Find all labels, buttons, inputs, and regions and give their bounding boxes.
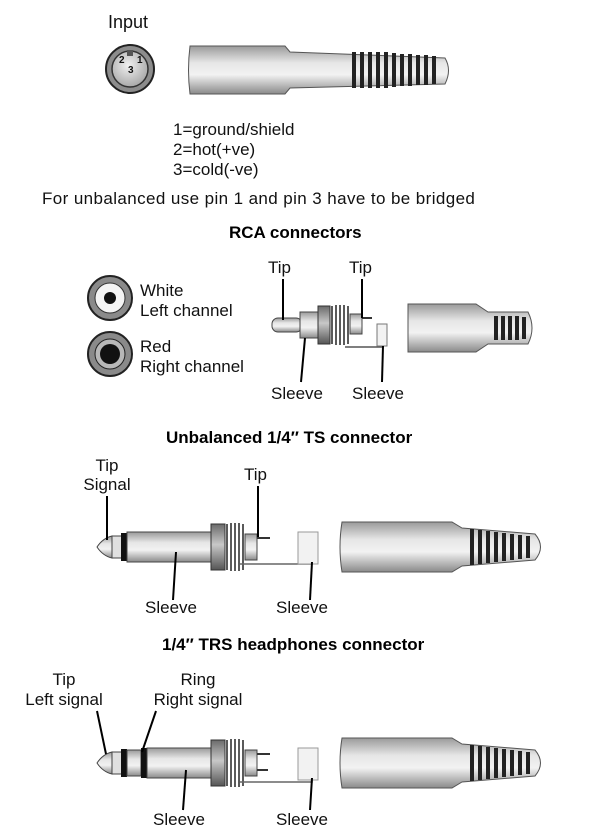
rca-tip-label-a: Tip	[268, 258, 291, 277]
rca-sleeve-label-b: Sleeve	[352, 384, 404, 403]
rca-sleeve-label-a: Sleeve	[271, 384, 323, 403]
trs-plug-insert	[96, 739, 319, 787]
trs-plug-body	[339, 737, 541, 789]
trs-heading: 1/4″ TRS headphones connector	[162, 635, 425, 654]
rca-red-channel: Right channel	[140, 357, 244, 376]
trs-leader-lines	[96, 710, 313, 811]
trs-left-signal-label: Left signal	[25, 690, 103, 709]
pin-legend-2: 2=hot(+ve)	[173, 140, 256, 159]
rca-heading: RCA connectors	[229, 223, 362, 242]
xlr-plug-body	[188, 45, 449, 95]
rca-plug-body	[407, 303, 533, 353]
ts-plug-insert	[96, 523, 319, 571]
ts-leader-lines	[106, 486, 313, 601]
trs-sleeve-label-a: Sleeve	[153, 810, 205, 829]
unbalanced-note: For unbalanced use pin 1 and pin 3 have …	[42, 189, 476, 208]
rca-white-channel: Left channel	[140, 301, 233, 320]
input-label: Input	[108, 12, 149, 32]
rca-leader-lines	[282, 279, 384, 383]
ts-signal-label: Signal	[83, 475, 131, 494]
trs-tip-label: Tip	[52, 670, 76, 689]
ts-tip-label: Tip	[95, 456, 119, 475]
xlr-socket	[105, 44, 155, 94]
rca-plug-insert	[271, 305, 388, 348]
pin-legend-1: 1=ground/shield	[173, 120, 295, 139]
rca-red-label: Red	[140, 337, 172, 356]
ts-sleeve-label-a: Sleeve	[145, 598, 197, 617]
ts-sleeve-label-b: Sleeve	[276, 598, 328, 617]
pin-legend: 1=ground/shield 2=hot(+ve) 3=cold(-ve)	[173, 120, 294, 180]
trs-right-signal-label: Right signal	[153, 690, 243, 709]
trs-ring-label: Ring	[180, 670, 216, 689]
xlr-pin-3: 3	[128, 65, 134, 76]
rca-white-jack	[87, 275, 133, 321]
rca-white-label: White	[140, 281, 184, 300]
rca-tip-label-b: Tip	[349, 258, 372, 277]
ts-plug-body	[339, 521, 541, 573]
xlr-pin-1: 1	[137, 55, 143, 66]
ts-tip-label-2: Tip	[244, 465, 267, 484]
pin-legend-3: 3=cold(-ve)	[173, 160, 259, 179]
xlr-pin-2: 2	[119, 55, 125, 66]
ts-heading: Unbalanced 1/4″ TS connector	[166, 428, 413, 447]
rca-red-jack	[87, 331, 133, 377]
trs-sleeve-label-b: Sleeve	[276, 810, 328, 829]
